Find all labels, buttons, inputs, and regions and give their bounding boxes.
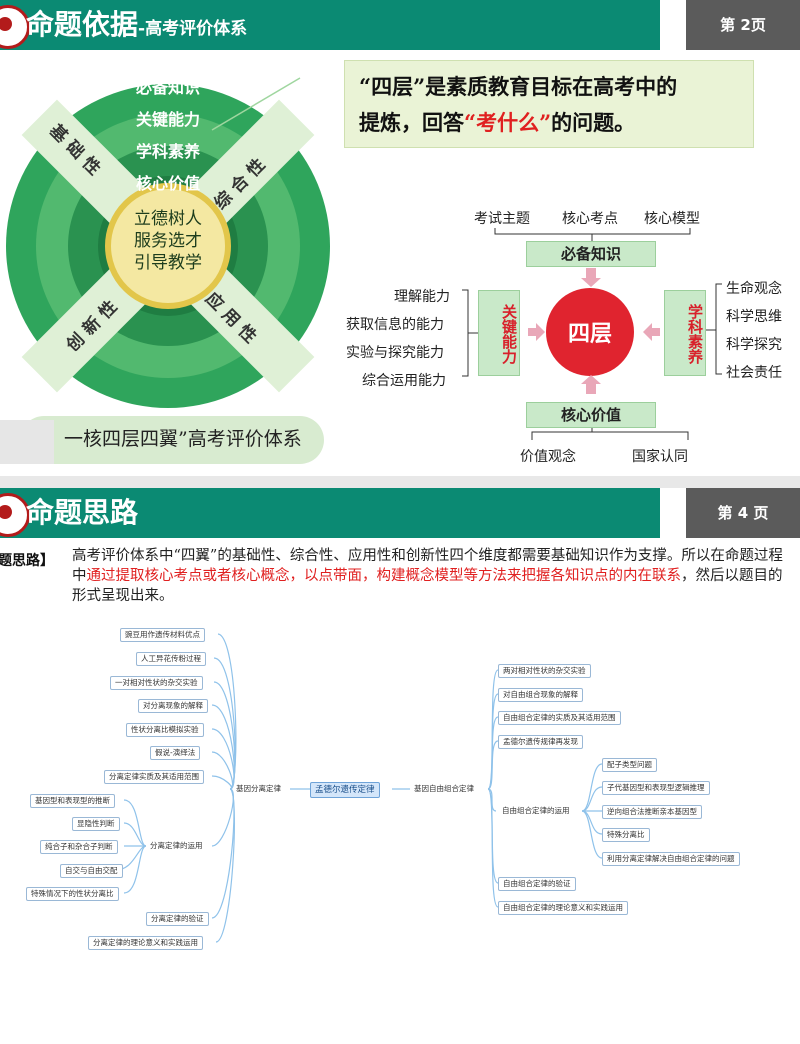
top-label-theme: 考试主题 [474,211,530,227]
top-label-model: 核心模型 [644,211,700,227]
mindmap-right-app-node: 特殊分离比 [602,828,650,842]
mindmap-left-node: 分离定律实质及其适用范围 [104,770,204,784]
left-item-4: 综合运用能力 [362,373,446,389]
mindmap-left-node: 性状分离比模拟实验 [126,723,204,737]
left-item-1: 理解能力 [394,289,450,305]
mindmap-left-node: 人工异花传粉过程 [136,652,206,666]
mindmap-left-bottom: 分离定律的理论意义和实践运用 [88,936,203,950]
mindmap-right-app-node: 利用分离定律解决自由组合定律的问题 [602,852,740,866]
mindmap-right-node: 自由组合定律的实质及其适用范围 [498,711,621,725]
right-item-2: 科学思维 [726,309,782,325]
mindmap-left-app-node: 特殊情况下的性状分离比 [26,887,119,901]
mindmap-left-bottom: 分离定律的验证 [146,912,209,926]
evaluation-system-circle [6,77,330,408]
right-item-3: 科学探究 [726,337,782,353]
mindmap-left-node: 一对相对性状的杂交实验 [110,676,203,690]
left-item-2: 获取信息的能力 [346,317,444,333]
mindmap-left-node: 假说-演绎法 [150,746,201,760]
mindmap-lines [115,633,603,943]
four-layers-box: “四层”是素质教育目标在高考中的 提炼，回答“考什么”的问题。 [344,60,754,148]
caption-overlay [0,420,54,464]
mindmap-left-app: 分离定律的运用 [150,841,203,850]
slide-divider [0,476,800,488]
page-number: 第 4 页 [686,488,800,538]
mindmap-center: 孟德尔遗传定律 [310,782,380,798]
slide-approach: 命题思路 第 4 页 题思路】 高考评价体系中“四翼”的基础性、综合性、应用性和… [0,488,800,1044]
right-item-4: 社会责任 [726,365,782,381]
mindmap-left-app-node: 自交与自由交配 [60,864,123,878]
box-knowledge: 必备知识 [526,241,656,267]
page-title: 命题依据-高考评价体系 [26,8,248,41]
mindmap-right-node: 对自由组合现象的解释 [498,688,583,702]
right-item-1: 生命观念 [726,281,782,297]
caption-pill [20,416,324,464]
top-label-point: 核心考点 [562,211,618,227]
section-heading: 题思路】 [0,553,54,569]
mindmap-left-main: 基因分离定律 [236,784,281,793]
ring-label-ability: 关键能力 [135,110,200,129]
mindmap-right-app-node: 逆向组合法推断亲本基因型 [602,805,702,819]
box-line-2: 提炼，回答“考什么”的问题。 [359,110,636,135]
ring-label-literacy: 学科素养 [135,142,200,161]
mindmap-right-app: 自由组合定律的运用 [502,806,570,815]
mindmap-left-app-node: 显隐性判断 [72,817,120,831]
page-title: 命题思路 [26,496,139,529]
center-four-layers: 四层 [567,322,612,347]
core-center: 立德树人 服务选才 引导教学 [134,209,202,273]
header-bar [0,0,660,50]
box-line-1: “四层”是素质教育目标在高考中的 [359,74,678,99]
box-ability: 关键能力 [478,290,520,376]
page-subtitle: -高考评价体系 [138,19,248,39]
approach-paragraph: 高考评价体系中“四翼”的基础性、综合性、应用性和创新性四个维度都需要基础知识作为… [72,548,783,604]
ring-label-values: 核心价值 [135,174,200,193]
header-bar [0,488,660,538]
bottom-label-identity: 国家认同 [632,449,688,465]
slide-header: 命题思路 第 4 页 [0,488,800,538]
bottom-label-values: 价值观念 [520,449,576,465]
mindmap-right-node: 孟德尔遗传规律再发现 [498,735,583,749]
caption-text: 一核四层四翼”高考评价体系 [64,428,302,450]
left-item-3: 实验与探究能力 [346,345,444,361]
page-number: 第 2页 [686,0,800,50]
mindmap-right-node: 两对相对性状的杂交实验 [498,664,591,678]
box-literacy: 学科素养 [664,290,706,376]
ring-label-knowledge: 必备知识 [135,78,200,97]
slide-header: 命题依据-高考评价体系 第 2页 [0,0,800,50]
mindmap-left-node: 对分离现象的解释 [138,699,208,713]
mindmap-left-node: 豌豆用作遗传材料优点 [120,628,205,642]
mindmap-right-bottom: 自由组合定律的验证 [498,877,576,891]
mindmap-left-app-node: 基因型和表现型的推断 [30,794,115,808]
slide-basis: 命题依据-高考评价体系 第 2页 必备知识 关键能力 学科素养 核心价值 立德树… [0,0,800,476]
mindmap-right-app-node: 子代基因型和表现型逻辑推理 [602,781,710,795]
four-layers-diagram-lines [462,228,722,440]
mindmap-left-app-node: 纯合子和杂合子判断 [40,840,118,854]
mindmap-right-app-node: 配子类型问题 [602,758,657,772]
box-values: 核心价值 [526,402,656,428]
mindmap-right-bottom: 自由组合定律的理论意义和实践运用 [498,901,628,915]
mindmap-right-main: 基因自由组合定律 [414,784,474,793]
